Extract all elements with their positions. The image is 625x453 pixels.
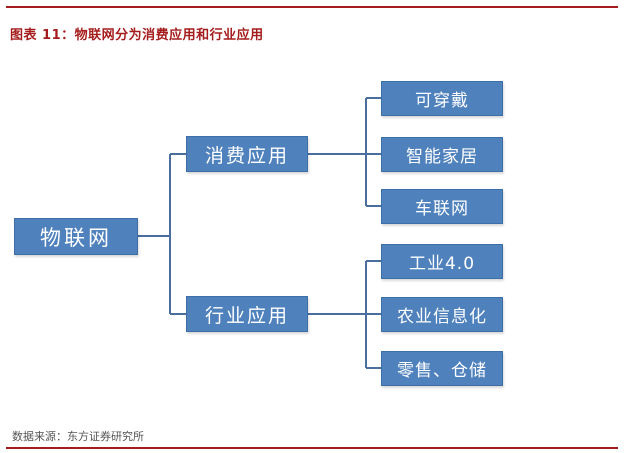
node-industry-4-0: 工业4.0 (381, 244, 503, 279)
data-source-note: 数据来源：东方证券研究所 (12, 430, 144, 443)
node-wearable: 可穿戴 (381, 81, 503, 116)
bottom-rule (6, 447, 618, 449)
node-iot-root: 物联网 (14, 218, 138, 255)
node-smart-home: 智能家居 (381, 137, 503, 172)
node-industry-applications: 行业应用 (186, 296, 308, 332)
node-agricultural-informatization: 农业信息化 (381, 297, 503, 332)
node-retail-warehousing: 零售、仓储 (381, 351, 503, 386)
top-rule (6, 6, 618, 8)
figure-title: 图表 11：物联网分为消费应用和行业应用 (10, 28, 264, 43)
node-consumer-applications: 消费应用 (186, 136, 308, 172)
node-internet-of-vehicles: 车联网 (381, 189, 503, 224)
